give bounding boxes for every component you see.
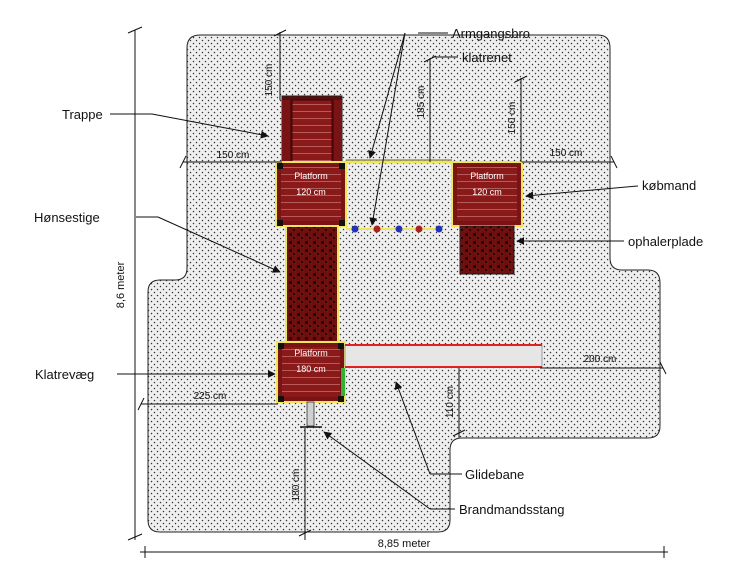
callout-arrows	[110, 32, 639, 510]
armgangsbro	[346, 159, 452, 164]
label-hoensestige: Hønsestige	[34, 210, 100, 225]
dim-net-height: 185 cm	[416, 86, 427, 119]
label-ophalerplade: ophalerplade	[628, 234, 703, 249]
platform-top-right-name: Platform	[470, 171, 504, 181]
dimension-lines	[127, 26, 668, 558]
platform-bottom: Platform 180 cm	[276, 341, 346, 403]
dim-stair-depth: 150 cm	[264, 64, 275, 97]
platform-top-left: Platform 120 cm	[275, 161, 347, 227]
platform-top-right-size: 120 cm	[472, 187, 502, 197]
label-trappe: Trappe	[62, 107, 103, 122]
platform-bottom-name: Platform	[294, 348, 328, 358]
glidebane	[344, 344, 543, 368]
platform-bottom-size: 180 cm	[296, 364, 326, 374]
platform-top-left-name: Platform	[294, 171, 328, 181]
dim-shop-side: 150 cm	[550, 148, 583, 159]
label-koebmand: købmand	[642, 178, 696, 193]
dim-total-height: 8,6 meter	[115, 261, 127, 308]
hoensestige	[285, 225, 339, 345]
label-brandmandsstang: Brandmandsstang	[459, 502, 565, 517]
klatrenet	[346, 225, 443, 233]
safety-ground-area	[147, 34, 661, 533]
dim-left-margin: 225 cm	[194, 391, 227, 402]
dim-stair-side: 150 cm	[217, 150, 250, 161]
dim-shop-depth: 150 cm	[507, 102, 518, 135]
dim-total-width: 8,85 meter	[378, 538, 431, 550]
label-glidebane: Glidebane	[465, 467, 524, 482]
dim-slide-side: 110 cm	[445, 386, 456, 418]
label-klatrenet: klatrenet	[462, 50, 512, 65]
ophalerplade-panel	[459, 225, 515, 275]
stair	[281, 95, 343, 167]
label-klatrevaeg: Klatrevæg	[35, 367, 94, 382]
brandmandsstang	[300, 401, 322, 428]
platform-top-right: Platform 120 cm	[451, 161, 523, 227]
dim-pole-clear: 180 cm	[291, 469, 302, 502]
label-armgangsbro: Armgangsbro	[452, 26, 530, 41]
platform-top-left-size: 120 cm	[296, 187, 326, 197]
dim-slide-clear: 200 cm	[584, 354, 617, 365]
